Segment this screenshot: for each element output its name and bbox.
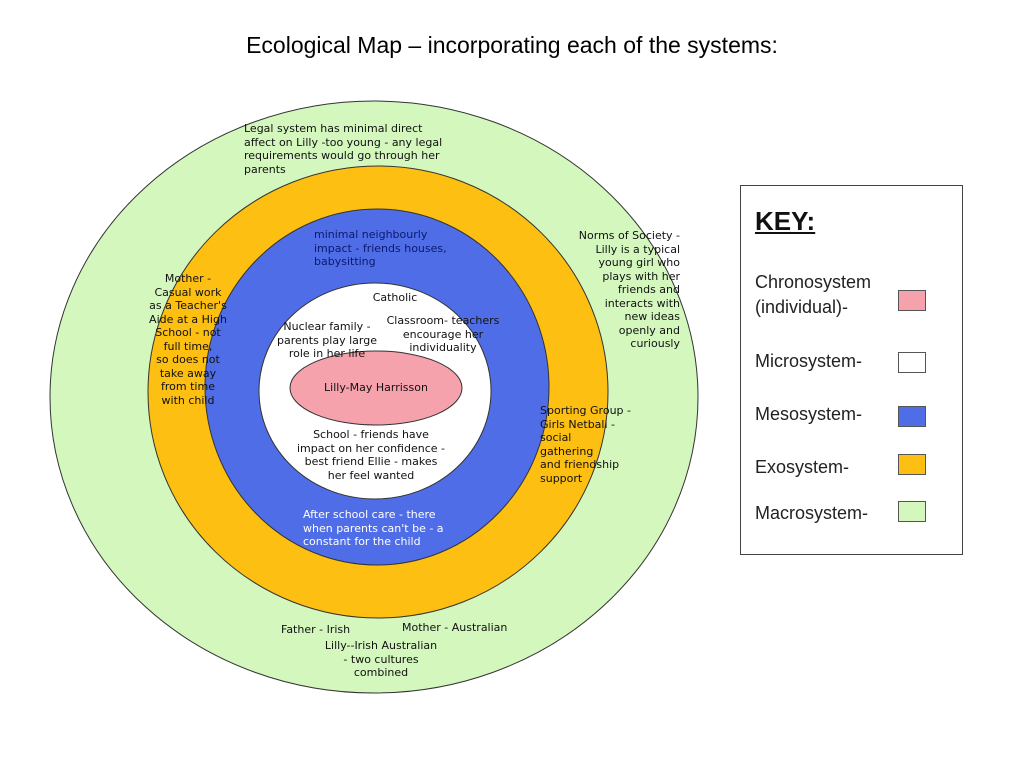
father-irish-label: Father - Irish — [281, 623, 351, 636]
page-title: Ecological Map – incorporating each of t… — [246, 32, 778, 58]
center-label: Lilly-May Harrisson — [324, 381, 428, 394]
neighbourly-label: minimal neighbourly impact - friends hou… — [314, 228, 447, 268]
key-item-mesosystem: Mesosystem- — [755, 404, 863, 424]
after-school-care-label: After school care - there when parents c… — [303, 508, 444, 548]
school-friends-label: School - friends have impact on her conf… — [297, 428, 445, 482]
catholic-label: Catholic — [372, 291, 418, 304]
chronosystem-center — [289, 350, 463, 426]
key-item-exosystem: Exosystem- — [755, 457, 850, 477]
key-swatch-mesosystem — [898, 406, 926, 427]
nuclear-family-label: Nuclear family - parents play large role… — [277, 320, 377, 360]
norms-of-society-label: Norms of Society - Lilly is a typical yo… — [578, 229, 680, 350]
sporting-group-label: Sporting Group - Girls Netball - social … — [540, 404, 631, 485]
key-item-chronosystem: Chronosystem (individual)- — [755, 272, 872, 317]
key-legend: KEY: Chronosystem (individual)- Microsys… — [740, 185, 963, 555]
key-swatch-exosystem — [898, 454, 926, 475]
key-title: KEY: — [755, 206, 816, 236]
lilly-culture-label: Lilly--Irish Australian - two cultures c… — [324, 639, 438, 679]
key-item-macrosystem: Macrosystem- — [755, 503, 869, 523]
key-item-microsystem: Microsystem- — [755, 351, 862, 371]
mother-work-label: Mother - Casual work as a Teacher's Aide… — [149, 272, 227, 407]
mother-australian-label: Mother - Australian — [402, 621, 508, 634]
classroom-label: Classroom- teachers encourage her indivi… — [386, 314, 500, 354]
key-swatch-microsystem — [898, 352, 926, 373]
key-swatch-macrosystem — [898, 501, 926, 522]
legal-system-label: Legal system has minimal direct affect o… — [244, 122, 443, 176]
key-swatch-chronosystem — [898, 290, 926, 311]
